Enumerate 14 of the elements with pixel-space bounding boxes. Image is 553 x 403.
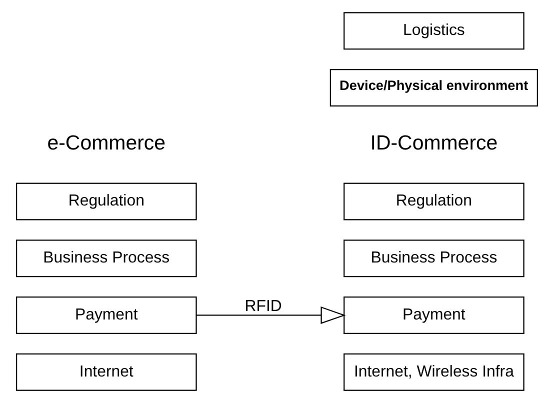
node-box: Internet, Wireless Infra <box>343 353 524 391</box>
node-box: Business Process <box>343 240 524 278</box>
node-box: Internet <box>15 353 196 391</box>
node-box: Payment <box>15 296 196 334</box>
node-box: Device/Physical environment <box>329 69 538 107</box>
label: ID-Commerce <box>370 132 498 155</box>
node-box: Logistics <box>343 12 524 50</box>
arrow <box>196 306 346 324</box>
node-box: Regulation <box>15 182 196 220</box>
node-box: Payment <box>343 296 524 334</box>
label: e-Commerce <box>46 132 166 155</box>
node-box: Regulation <box>343 182 524 220</box>
edge-label: RFID <box>244 298 282 315</box>
node-box: Business Process <box>15 240 196 278</box>
